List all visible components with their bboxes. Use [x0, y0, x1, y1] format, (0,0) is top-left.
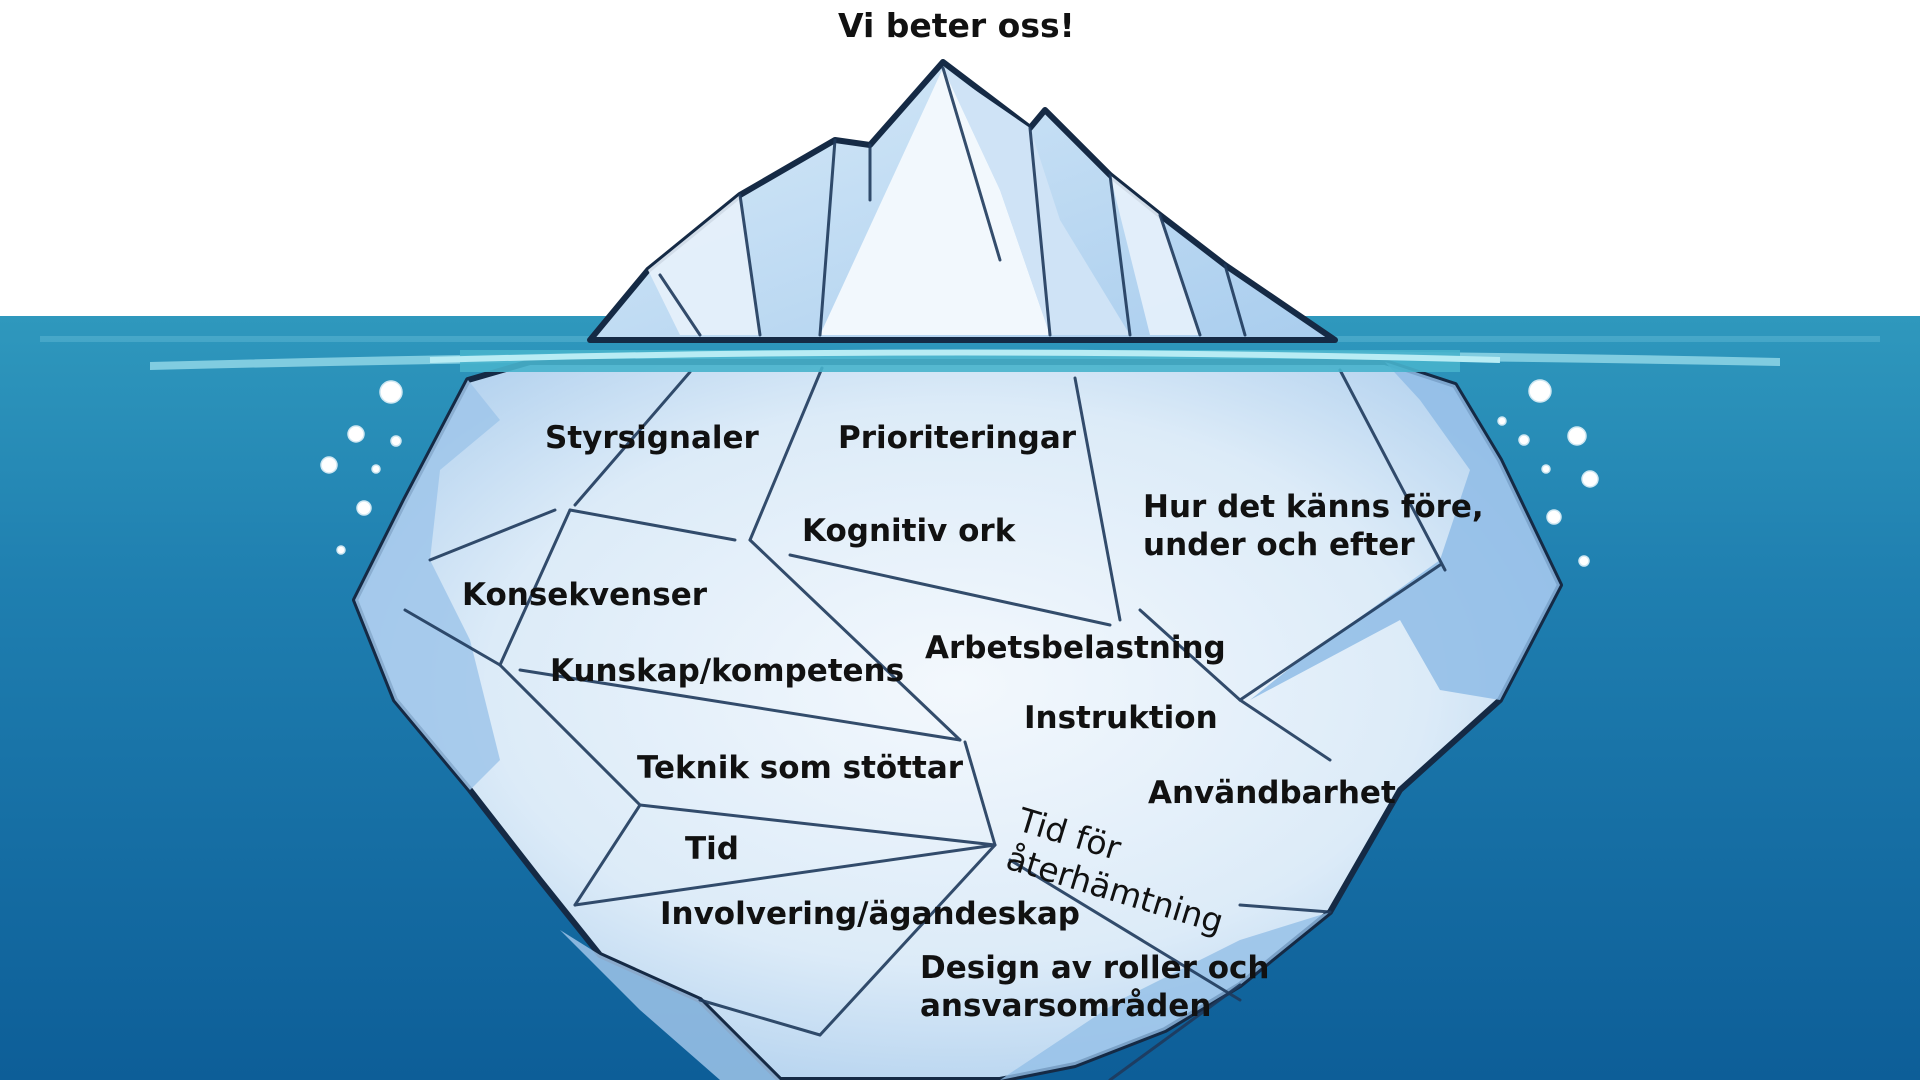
- label-konsekvenser: Konsekvenser: [462, 577, 708, 613]
- label-involvering-agandeskap: Involvering/ägandeskap: [660, 896, 1080, 932]
- label-hur-det-kanns: Hur det känns före, under och efter: [1143, 489, 1484, 563]
- label-teknik-som-stottar: Teknik som stöttar: [637, 750, 964, 786]
- iceberg-tip: [587, 59, 1338, 343]
- label-tid: Tid: [685, 831, 739, 867]
- label-prioriteringar: Prioriteringar: [838, 420, 1077, 456]
- diagram-title: Vi beter oss!: [838, 6, 1075, 45]
- bubbles-left: [320, 380, 403, 555]
- label-design-av-roller: Design av roller och ansvarsområden: [920, 950, 1270, 1024]
- label-arbetsbelastning: Arbetsbelastning: [925, 630, 1226, 666]
- label-instruktion: Instruktion: [1024, 700, 1218, 736]
- label-kognitiv-ork: Kognitiv ork: [802, 513, 1016, 549]
- label-kunskap-kompetens: Kunskap/kompetens: [550, 653, 905, 689]
- label-anvandbarhet: Användbarhet: [1148, 775, 1396, 811]
- iceberg-underwater: [352, 359, 1563, 1080]
- bubbles-right: [1497, 379, 1599, 567]
- label-styrsignaler: Styrsignaler: [545, 420, 759, 456]
